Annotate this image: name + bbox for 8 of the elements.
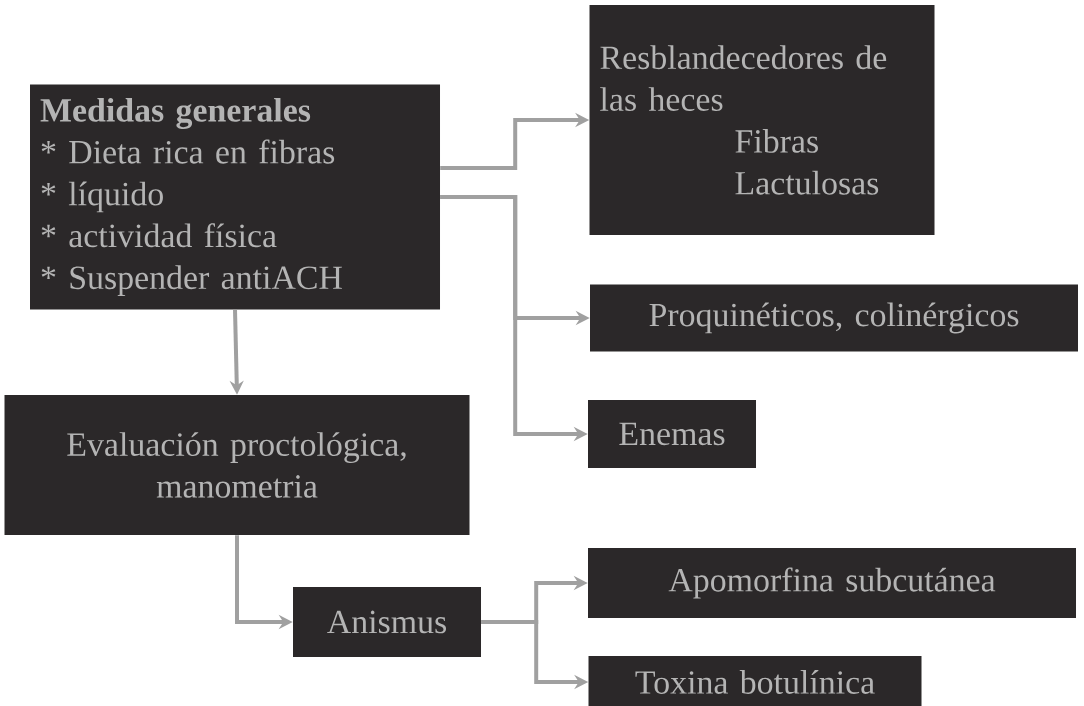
text-box: Evaluación proctológica, manometria	[4, 395, 470, 535]
text-box: Apomorfina subcutánea	[588, 548, 1076, 618]
text-box: Resblandecedores de las heces Fibras Lactulosas	[589, 5, 935, 235]
text-box: Enemas	[588, 400, 756, 468]
text-box: Anismus	[293, 587, 481, 657]
text-box: Proquinéticos, colinérgicos	[590, 284, 1078, 352]
text-box: Toxina botulínica	[588, 656, 922, 706]
text-box: Medidas generales * Dieta rica en fibras * líquido * actividad física * Suspender antiACH	[30, 84, 440, 310]
